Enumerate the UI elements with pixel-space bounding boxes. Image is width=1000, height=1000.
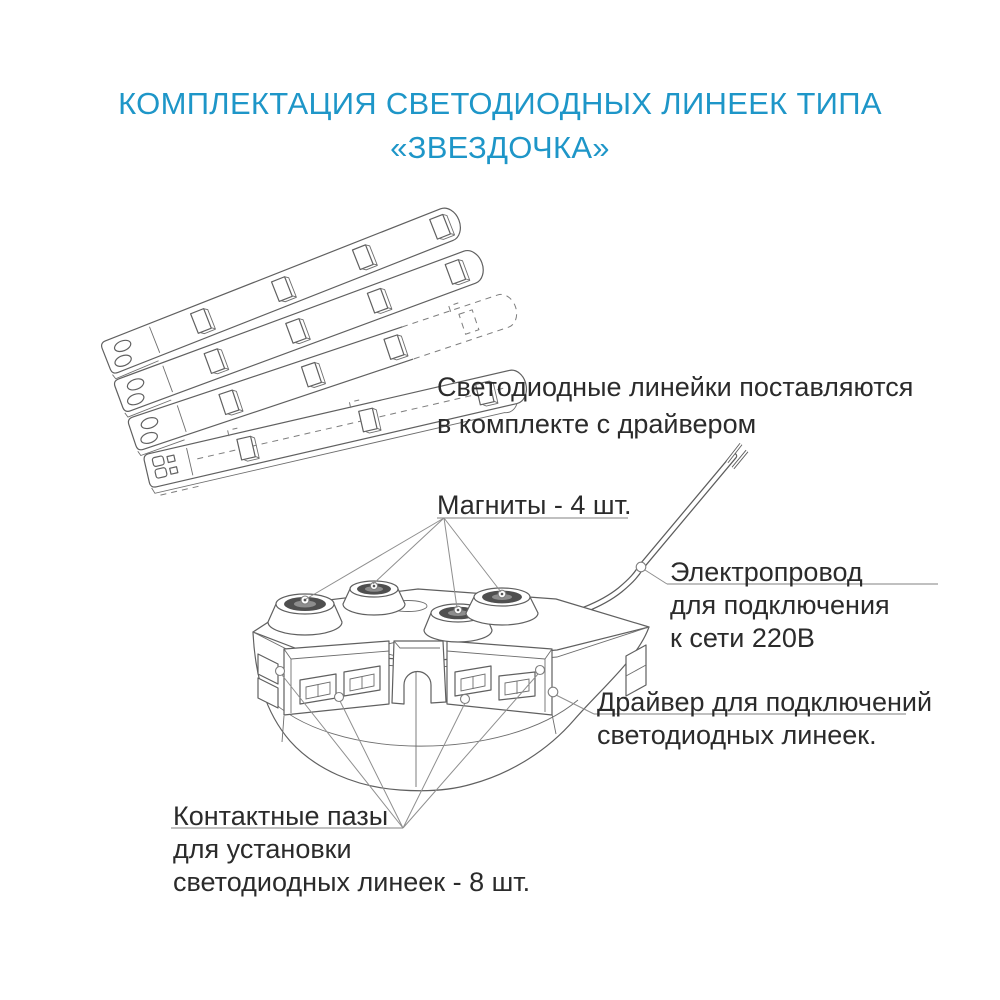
wire-label: Электропровод для подключения к сети 220… <box>670 556 890 655</box>
led-strip <box>143 369 527 496</box>
magnet-post <box>465 587 539 626</box>
driver-label: Драйвер для подключений светодиодных лин… <box>597 686 932 752</box>
slots-label-line1: Контактные пазы <box>173 801 389 831</box>
slots-label-line2: для установки <box>173 834 352 864</box>
magnets-leaders <box>305 517 628 609</box>
kit-note-line2: в комплекте с драйвером <box>437 409 757 439</box>
contact-slot-window <box>446 640 553 716</box>
contact-slot-window <box>283 640 390 716</box>
page-title: КОМПЛЕКТАЦИЯ СВЕТОДИОДНЫХ ЛИНЕЕК ТИПА «З… <box>0 82 1000 170</box>
page-title-line1: КОМПЛЕКТАЦИЯ СВЕТОДИОДНЫХ ЛИНЕЕК ТИПА <box>118 86 882 121</box>
led-strip <box>113 250 484 418</box>
wire-label-line3: к сети 220В <box>670 623 815 653</box>
magnet-post <box>342 580 406 616</box>
led-strips-drawing <box>100 207 527 496</box>
slots-label: Контактные пазы для установки светодиодн… <box>173 800 530 899</box>
side-contact-slot <box>257 653 279 709</box>
driver-label-line2: светодиодных линеек. <box>597 720 877 750</box>
magnet-post <box>267 593 343 636</box>
driver-leader <box>547 686 906 715</box>
page-title-line2: «ЗВЕЗДОЧКА» <box>390 130 610 165</box>
side-contact-slot <box>625 644 647 697</box>
magnets-label-text: Магниты - 4 шт. <box>437 490 632 520</box>
driver-label-line1: Драйвер для подключений <box>597 687 933 717</box>
wire-leader <box>635 561 938 585</box>
wire-label-line2: для подключения <box>670 590 890 620</box>
led-strip <box>100 207 461 380</box>
magnets-label: Магниты - 4 шт. <box>437 489 631 522</box>
slots-label-line3: светодиодных линеек - 8 шт. <box>173 867 531 897</box>
slots-leaders <box>171 664 546 829</box>
kit-note-line1: Светодиодные линейки поставляются <box>437 372 914 402</box>
wire-label-line1: Электропровод <box>670 557 863 587</box>
led-strip <box>127 293 518 457</box>
driver-drawing <box>252 442 749 792</box>
center-post <box>391 640 447 705</box>
kit-note: Светодиодные линейки поставляются в комп… <box>437 369 913 443</box>
